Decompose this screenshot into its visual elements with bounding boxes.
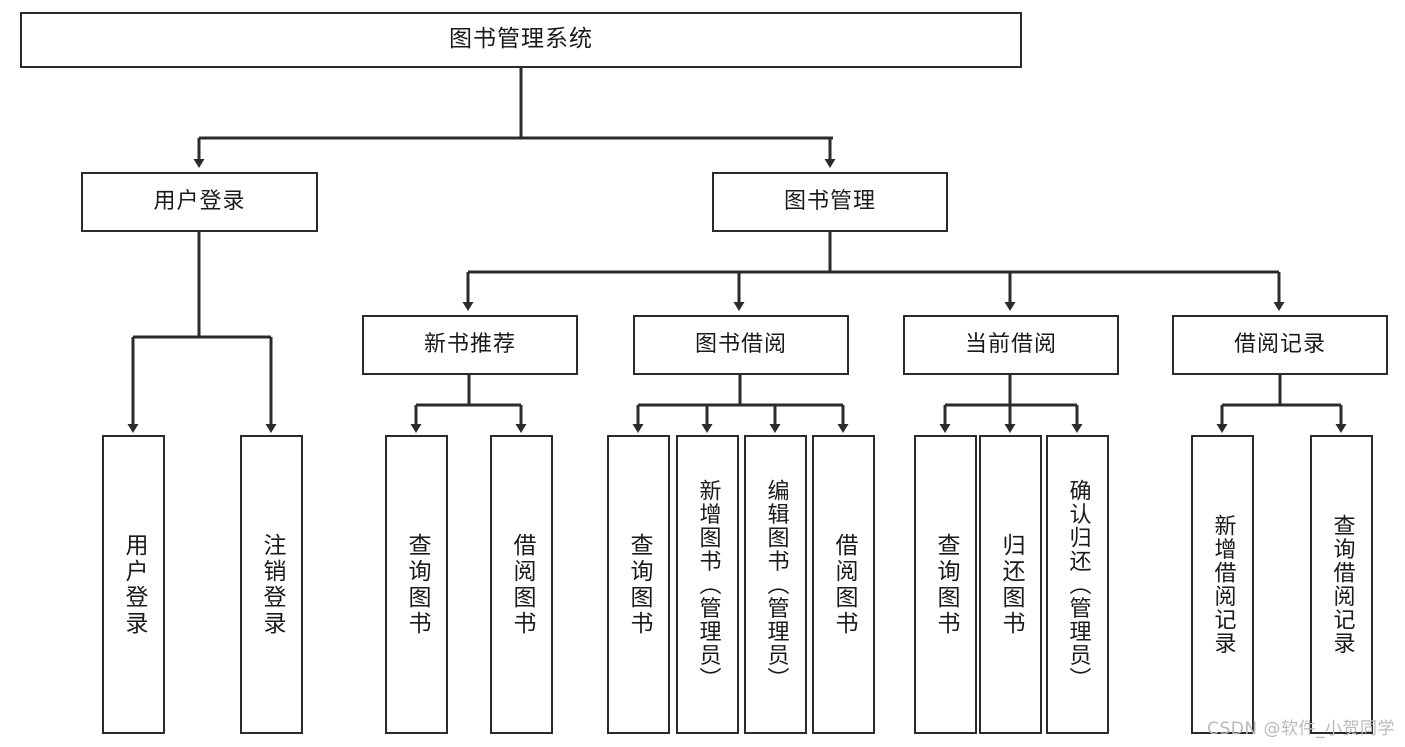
leaf-user-logout[interactable]: 注销登录 [240,435,303,734]
leaf-borrow-book-recommend[interactable]: 借阅图书 [490,435,553,734]
node-label: 查询借阅记录 [1329,514,1355,655]
leaf-query-book-borrow[interactable]: 查询图书 [607,435,670,734]
leaf-query-borrow-record[interactable]: 查询借阅记录 [1310,435,1373,734]
node-label: 借阅记录 [1233,331,1326,357]
leaf-borrow-book[interactable]: 借阅图书 [812,435,875,734]
node-label: 用户登录 [121,532,147,637]
node-root-system[interactable]: 图书管理系统 [20,12,1022,68]
node-label: 归还图书 [998,532,1024,637]
node-new-book-recommend[interactable]: 新书推荐 [362,315,578,375]
node-label: 借阅图书 [831,532,857,637]
node-label: 图书管理 [783,188,876,214]
leaf-add-borrow-record[interactable]: 新增借阅记录 [1191,435,1254,734]
leaf-add-book[interactable]: 新增图书（管理员） [676,435,739,734]
node-label: 新书推荐 [423,331,516,357]
node-label: 新增图书（管理员） [695,478,721,691]
leaf-return-book[interactable]: 归还图书 [979,435,1042,734]
leaf-edit-book[interactable]: 编辑图书（管理员） [744,435,807,734]
node-label: 确认归还（管理员） [1065,478,1091,691]
node-user-login[interactable]: 用户登录 [81,172,318,232]
node-label: 新增借阅记录 [1210,514,1236,655]
node-label: 图书管理系统 [449,26,593,53]
node-label: 查询图书 [933,532,959,637]
node-book-borrow[interactable]: 图书借阅 [633,315,849,375]
node-borrow-record[interactable]: 借阅记录 [1172,315,1388,375]
node-book-management[interactable]: 图书管理 [712,172,948,232]
node-label: 查询图书 [404,532,430,637]
node-current-borrow[interactable]: 当前借阅 [903,315,1119,375]
leaf-confirm-return[interactable]: 确认归还（管理员） [1046,435,1109,734]
node-label: 当前借阅 [964,331,1057,357]
leaf-user-login[interactable]: 用户登录 [102,435,165,734]
node-label: 用户登录 [153,188,246,214]
leaf-query-book-recommend[interactable]: 查询图书 [385,435,448,734]
node-label: 图书借阅 [694,331,787,357]
leaf-query-book-current[interactable]: 查询图书 [914,435,977,734]
watermark: CSDN @软件_小贺同学 [1207,719,1395,739]
node-label: 借阅图书 [509,532,535,637]
node-label: 查询图书 [626,532,652,637]
node-label: 编辑图书（管理员） [763,478,789,691]
node-label: 注销登录 [259,532,285,637]
